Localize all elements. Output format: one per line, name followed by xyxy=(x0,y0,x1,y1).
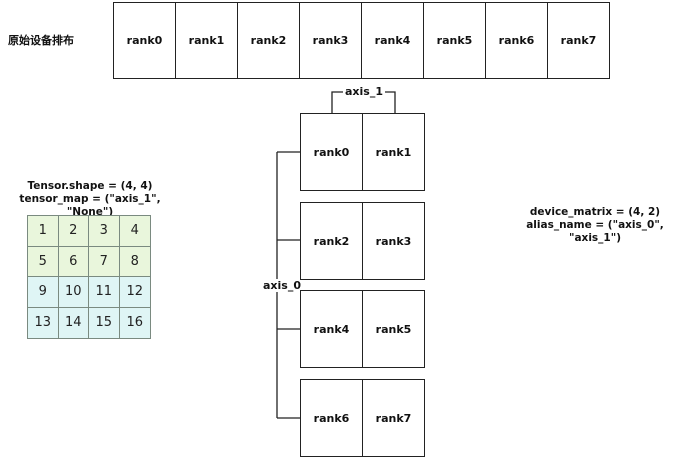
tensor-cell: 16 xyxy=(119,307,150,338)
tensor-shape-label: Tensor.shape = (4, 4) xyxy=(27,180,153,192)
tensor-cell: 10 xyxy=(58,277,89,308)
device-cell: rank4 xyxy=(362,3,424,78)
tensor-cell: 6 xyxy=(58,246,89,277)
tensor-cell: 11 xyxy=(89,277,120,308)
device-cell: rank0 xyxy=(114,3,176,78)
device-cell: rank2 xyxy=(238,3,300,78)
device-cell: rank5 xyxy=(424,3,486,78)
tensor-cell: 13 xyxy=(28,307,59,338)
device-matrix-row-0: rank0 rank1 xyxy=(300,113,425,191)
device-cell: rank6 xyxy=(486,3,548,78)
tensor-cell: 5 xyxy=(28,246,59,277)
device-cell: rank7 xyxy=(375,411,412,425)
device-cell: rank0 xyxy=(301,114,363,190)
axis-1-label: axis_1 xyxy=(343,85,385,98)
original-layout-label: 原始设备排布 xyxy=(8,34,74,47)
device-cell: rank2 xyxy=(301,203,363,279)
original-device-row: rank0 rank1 rank2 rank3 rank4 rank5 rank… xyxy=(113,2,610,79)
device-matrix-row-3: rank6 rank7 xyxy=(300,379,425,457)
device-matrix-caption: device_matrix = (4, 2) alias_name = ("ax… xyxy=(500,206,690,245)
device-cell: rank5 xyxy=(375,322,412,336)
tensor-cell: 7 xyxy=(89,246,120,277)
tensor-caption: Tensor.shape = (4, 4) tensor_map = ("axi… xyxy=(0,180,180,219)
device-matrix-row-1: rank2 rank3 xyxy=(300,202,425,280)
device-cell: rank3 xyxy=(375,234,412,248)
tensor-cell: 14 xyxy=(58,307,89,338)
device-cell: rank1 xyxy=(176,3,238,78)
tensor-cell: 15 xyxy=(89,307,120,338)
axis-0-label: axis_0 xyxy=(262,279,302,292)
device-matrix-row-2: rank4 rank5 xyxy=(300,290,425,368)
device-matrix-label: device_matrix = (4, 2) xyxy=(529,206,661,218)
tensor-cell: 8 xyxy=(119,246,150,277)
alias-name-label: alias_name = ("axis_0", "axis_1") xyxy=(526,219,664,244)
device-cell: rank1 xyxy=(375,145,412,159)
tensor-cell: 3 xyxy=(89,216,120,247)
tensor-cell: 12 xyxy=(119,277,150,308)
tensor-cell: 4 xyxy=(119,216,150,247)
tensor-cell: 1 xyxy=(28,216,59,247)
device-cell: rank3 xyxy=(300,3,362,78)
tensor-cell: 2 xyxy=(58,216,89,247)
device-cell: rank7 xyxy=(560,34,597,47)
device-cell: rank4 xyxy=(301,291,363,367)
tensor-cell: 9 xyxy=(28,277,59,308)
device-cell: rank6 xyxy=(301,380,363,456)
